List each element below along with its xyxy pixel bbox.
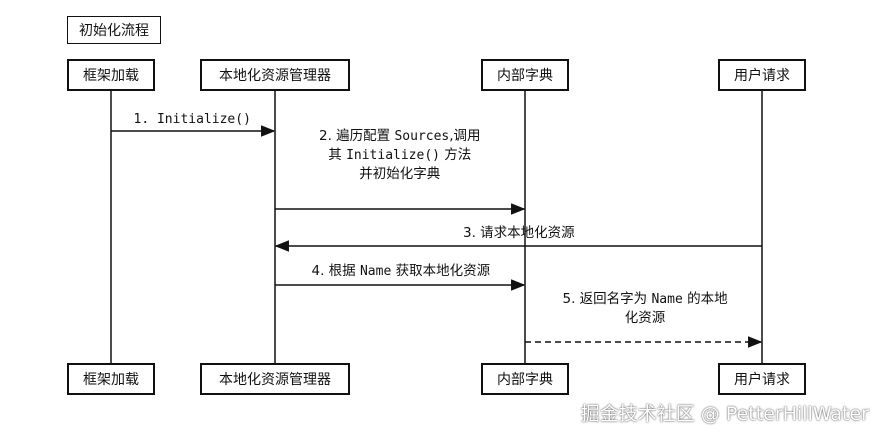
message-label-line: 1. Initialize() (134, 110, 251, 129)
message-text-segment: Name (359, 264, 392, 279)
participant-framework-bottom: 框架加载 (67, 363, 155, 395)
message-label-line: 化资源 (563, 309, 728, 328)
message-text-segment: 3. 请求本地化资源 (463, 225, 575, 241)
message-label-line: 2. 遍历配置 Sources,调用 (319, 127, 481, 146)
message-text-segment: 5. 返回名字为 (562, 291, 652, 307)
frame-title: 初始化流程 (67, 16, 161, 44)
message-label-line: 5. 返回名字为 Name 的本地 (563, 290, 728, 309)
message-text-segment: 获取本地化资源 (391, 263, 491, 279)
participant-request-bottom: 用户请求 (718, 363, 806, 395)
participant-manager-top: 本地化资源管理器 (200, 59, 350, 91)
message-label-line: 并初始化字典 (319, 165, 481, 184)
message-label-line: 3. 请求本地化资源 (463, 224, 575, 243)
message-text-segment: 1. Initialize() (133, 112, 251, 127)
message-label-line: 其 Initialize() 方法 (319, 146, 481, 165)
message-text-segment: 其 (328, 147, 347, 163)
message-text-segment: ,调用 (449, 128, 481, 144)
message-text-segment: 方法 (439, 147, 472, 163)
message-label-m4: 4. 根据 Name 获取本地化资源 (312, 262, 491, 281)
message-text-segment: Name (651, 292, 683, 307)
message-label-line: 4. 根据 Name 获取本地化资源 (312, 262, 491, 281)
message-label-m1: 1. Initialize() (134, 110, 251, 129)
message-label-m5: 5. 返回名字为 Name 的本地化资源 (563, 290, 728, 328)
participant-dictionary-top: 内部字典 (481, 59, 569, 91)
message-text-segment: Sources (394, 129, 450, 144)
message-text-segment: 4. 根据 (311, 263, 360, 279)
message-text-segment: 并初始化字典 (359, 166, 441, 182)
message-text-segment: 2. 遍历配置 (319, 128, 395, 144)
participant-dictionary-bottom: 内部字典 (481, 363, 569, 395)
watermark: 掘金技术社区 @ PetterHillWater (580, 403, 869, 425)
participant-manager-bottom: 本地化资源管理器 (200, 363, 350, 395)
participant-request-top: 用户请求 (718, 59, 806, 91)
participant-framework-top: 框架加载 (67, 59, 155, 91)
message-label-m2: 2. 遍历配置 Sources,调用其 Initialize() 方法并初始化字… (319, 127, 481, 184)
message-label-m3: 3. 请求本地化资源 (463, 224, 575, 243)
message-text-segment: Initialize() (346, 148, 440, 163)
message-text-segment: 化资源 (624, 310, 666, 326)
message-text-segment: 的本地 (682, 291, 728, 307)
